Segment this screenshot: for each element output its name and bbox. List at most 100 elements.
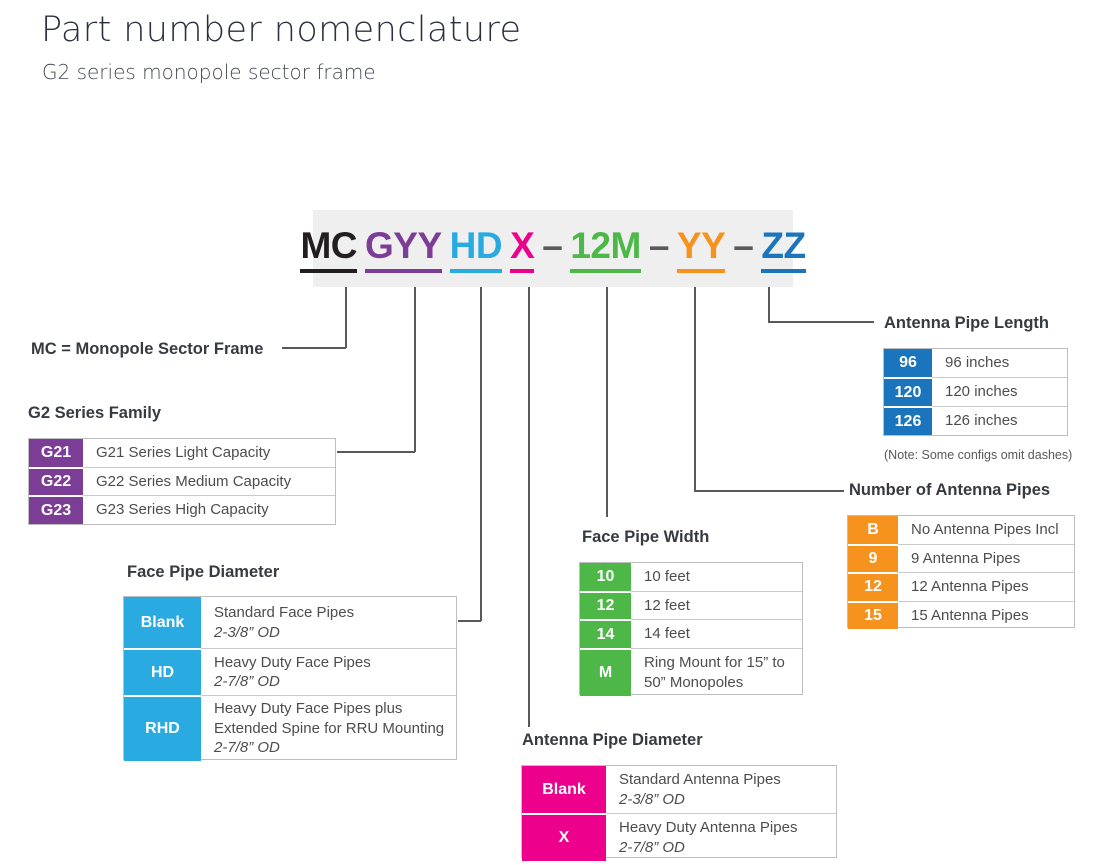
desc-text: 96 inches [945,354,1010,372]
table-row: 120 120 inches [884,377,1067,406]
face-pipe-diameter-table: Blank Standard Face Pipes 2-3/8” OD HD H… [123,596,457,761]
spec-text: 2-3/8” OD [619,790,685,808]
table-desc-cell: Standard Face Pipes 2-3/8” OD [201,597,456,648]
spec-text: 2-7/8” OD [214,739,280,757]
table-key-cell: B [848,516,898,544]
desc-text: Heavy Duty Face Pipes plus Extended Spin… [214,700,445,737]
antenna-pipe-count-table: B No Antenna Pipes Incl 9 9 Antenna Pipe… [847,515,1075,630]
face-pipe-diameter-title: Face Pipe Diameter [127,563,280,581]
table-desc-cell: 9 Antenna Pipes [898,545,1074,573]
leader-line-antenna-length-vertical [768,287,770,322]
series-family-title: G2 Series Family [28,404,161,422]
series-family-table: G21 G21 Series Light Capacity G22 G22 Se… [28,438,336,525]
table-desc-cell: G22 Series Medium Capacity [83,468,335,496]
table-desc-cell: 96 inches [932,349,1067,377]
desc-text: Standard Face Pipes [214,604,355,621]
table-row: Blank Standard Face Pipes 2-3/8” OD [124,597,456,648]
desc-text: 126 inches [945,412,1018,430]
table-key-cell: G22 [29,466,83,496]
table-key-cell: 10 [580,563,631,591]
part-number-box: MC GYY HD X – 12M – YY – ZZ [300,210,806,287]
segment-series: GYY [365,227,442,273]
desc-text: 9 Antenna Pipes [911,549,1021,567]
table-desc-cell: G21 Series Light Capacity [83,439,335,467]
leader-line-antenna-diameter-vertical [528,287,530,727]
table-row: G22 G22 Series Medium Capacity [29,466,335,496]
table-key-cell: M [580,648,631,696]
table-desc-cell: 126 inches [932,407,1067,435]
segment-dash: – [648,224,670,266]
table-desc-cell: 10 feet [631,563,802,591]
table-desc-cell: 120 inches [932,378,1067,406]
table-key-cell: RHD [124,695,201,761]
spec-text: 2-7/8” OD [619,838,685,856]
antenna-pipe-length-table: 96 96 inches 120 120 inches 126 126 inch… [883,348,1068,436]
leader-line-series-horizontal [337,451,415,453]
table-desc-cell: 14 feet [631,620,802,648]
desc-text: 12 feet [644,596,690,614]
table-desc-cell: 12 feet [631,592,802,619]
table-row: Blank Standard Antenna Pipes 2-3/8” OD [522,766,836,813]
table-key-cell: 12 [848,572,898,601]
desc-text: 10 feet [644,568,690,586]
table-desc-cell: Heavy Duty Face Pipes 2-7/8” OD [201,649,456,695]
table-row: 9 9 Antenna Pipes [848,543,1074,573]
antenna-pipe-length-title: Antenna Pipe Length [884,314,1049,332]
desc-text: 14 feet [644,625,690,643]
table-row: M Ring Mount for 15” to 50” Monopoles [580,648,802,696]
table-key-cell: G23 [29,495,83,525]
table-key-cell: G21 [29,439,83,467]
segment-prefix: MC [300,227,357,273]
table-row: G23 G23 Series High Capacity [29,495,335,525]
table-row: 15 15 Antenna Pipes [848,600,1074,630]
page-title: Part number nomenclature [41,10,522,50]
table-row: 14 14 feet [580,619,802,648]
desc-text: 12 Antenna Pipes [911,578,1029,595]
desc-text: 15 Antenna Pipes [911,606,1029,624]
desc-text: G22 Series Medium Capacity [96,472,292,490]
table-key-cell: Blank [124,597,201,648]
leader-line-face-diameter-vertical [480,287,482,621]
desc-text: Ring Mount for 15” to 50” Monopoles [644,654,785,691]
table-key-cell: 126 [884,406,932,435]
table-row: HD Heavy Duty Face Pipes 2-7/8” OD [124,648,456,695]
segment-face-pipe-width: 12M [570,227,641,273]
table-desc-cell: G23 Series High Capacity [83,496,335,524]
antenna-pipe-count-title: Number of Antenna Pipes [849,481,1051,499]
table-desc-cell: Heavy Duty Antenna Pipes 2-7/8” OD [606,814,836,861]
segment-antenna-pipe-diameter: X [510,227,535,273]
table-row: X Heavy Duty Antenna Pipes 2-7/8” OD [522,813,836,861]
table-row: 10 10 feet [580,563,802,591]
leader-line-antenna-count-vertical [694,287,696,491]
table-key-cell: X [522,813,606,861]
antenna-pipe-diameter-table: Blank Standard Antenna Pipes 2-3/8” OD X… [521,765,837,861]
segment-antenna-pipe-count: YY [676,227,726,273]
segment-antenna-pipe-length: ZZ [761,227,806,273]
desc-text: G21 Series Light Capacity [96,444,271,462]
table-desc-cell: Heavy Duty Face Pipes plus Extended Spin… [201,696,456,761]
segment-dash: – [733,224,754,266]
table-key-cell: 96 [884,349,932,377]
table-key-cell: 12 [580,591,631,619]
spec-text: 2-3/8” OD [214,623,280,641]
table-row: 126 126 inches [884,406,1067,435]
desc-text: 120 inches [945,383,1018,401]
table-key-cell: 9 [848,543,898,572]
table-key-cell: Blank [522,766,606,813]
spec-text: 2-7/8” OD [214,673,280,690]
leader-line-mc-horizontal [282,347,346,349]
desc-text: Heavy Duty Face Pipes [214,653,371,671]
leader-line-series-vertical [414,287,416,452]
dashes-note: (Note: Some configs omit dashes) [884,448,1073,462]
antenna-pipe-diameter-title: Antenna Pipe Diameter [522,731,703,749]
face-pipe-width-title: Face Pipe Width [582,528,710,546]
table-key-cell: 14 [580,619,631,648]
table-desc-cell: No Antenna Pipes Incl [898,516,1074,544]
segment-dash: – [542,224,563,266]
table-desc-cell: Standard Antenna Pipes 2-3/8” OD [606,766,836,813]
table-desc-cell: 15 Antenna Pipes [898,602,1074,630]
leader-line-antenna-count-horizontal [694,490,844,492]
segment-face-pipe-diameter: HD [449,227,503,273]
page-subtitle: G2 series monopole sector frame [42,60,376,84]
